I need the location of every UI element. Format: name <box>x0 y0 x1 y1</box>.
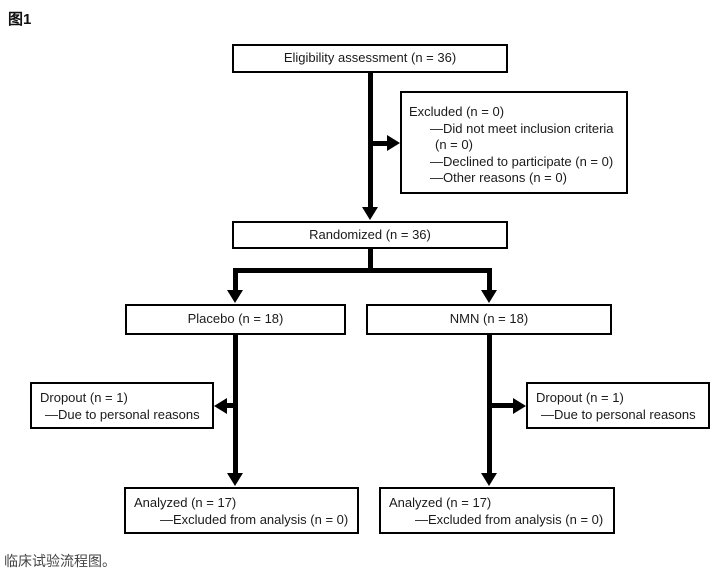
nmn-arm-box: NMN (n = 18) <box>366 304 612 335</box>
excluded-box: Excluded (n = 0) —Did not meet inclusion… <box>400 91 628 194</box>
randomized-label: Randomized (n = 36) <box>309 226 431 242</box>
connector-nmn-analyzed-line <box>486 335 492 474</box>
excluded-reason-inclusion: —Did not meet inclusion criteria <box>430 120 614 136</box>
figure-caption: 临床试验流程图。 <box>4 553 116 569</box>
analyzed-left-box: Analyzed (n = 17) —Excluded from analysi… <box>124 487 359 534</box>
dropout-left-box: Dropout (n = 1) —Due to personal reasons <box>30 382 214 429</box>
figure-label: 图1 <box>8 11 32 28</box>
analyzed-right-title: Analyzed (n = 17) <box>389 495 492 510</box>
dropout-right-reason: —Due to personal reasons <box>541 407 696 422</box>
analyzed-left-detail: —Excluded from analysis (n = 0) <box>160 512 349 527</box>
analyzed-right-detail: —Excluded from analysis (n = 0) <box>415 512 604 527</box>
connector-randomized-stub <box>367 249 373 273</box>
arrowhead-into-dropout-left <box>214 397 227 414</box>
placebo-arm-box: Placebo (n = 18) <box>125 304 346 335</box>
arrowhead-into-analyzed-right <box>481 473 497 486</box>
connector-excluded-line <box>370 140 388 146</box>
analyzed-right-box: Analyzed (n = 17) —Excluded from analysi… <box>379 487 615 534</box>
excluded-reason-inclusion-n: (n = 0) <box>435 137 473 152</box>
excluded-reason-declined: —Declined to participate (n = 0) <box>430 153 614 169</box>
arrowhead-into-analyzed-left <box>227 473 243 486</box>
connector-branch-right-line <box>486 268 492 291</box>
excluded-reason-other: —Other reasons (n = 0) <box>430 170 567 185</box>
connector-branch-horizontal <box>232 268 492 273</box>
connector-dropout-left-line <box>227 403 238 408</box>
randomized-box: Randomized (n = 36) <box>232 221 508 249</box>
arrowhead-into-placebo <box>227 290 243 303</box>
analyzed-left-title: Analyzed (n = 17) <box>134 495 237 510</box>
arrowhead-into-nmn <box>481 290 497 303</box>
excluded-title: Excluded (n = 0) <box>409 104 505 119</box>
nmn-arm-label: NMN (n = 18) <box>449 311 529 327</box>
dropout-left-reason: —Due to personal reasons <box>45 407 200 422</box>
arrowhead-into-excluded <box>387 135 400 151</box>
connector-branch-left-line <box>232 268 238 291</box>
connector-dropout-right-line <box>491 403 514 408</box>
dropout-left-title: Dropout (n = 1) <box>40 390 128 405</box>
placebo-arm-label: Placebo (n = 18) <box>187 311 284 327</box>
eligibility-assessment-box: Eligibility assessment (n = 36) <box>232 44 508 73</box>
dropout-right-box: Dropout (n = 1) —Due to personal reasons <box>526 382 710 429</box>
arrowhead-into-randomized <box>362 207 378 220</box>
dropout-right-title: Dropout (n = 1) <box>536 390 624 405</box>
arrowhead-into-dropout-right <box>513 397 526 414</box>
eligibility-assessment-label: Eligibility assessment (n = 36) <box>283 50 457 66</box>
